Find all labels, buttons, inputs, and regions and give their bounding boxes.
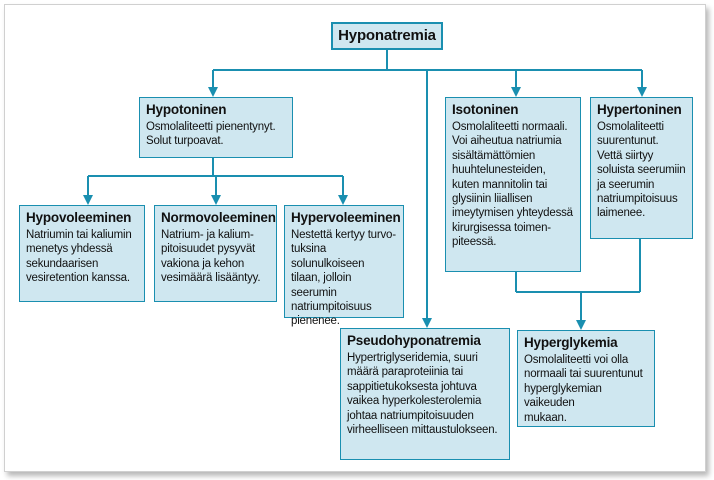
node-hypertoninen: Hypertoninen Osmolaliteetti suurentunut.… (590, 97, 693, 239)
node-hypovoleeminen-title: Hypovoleeminen (26, 210, 132, 225)
node-hypertoninen-text: Osmolaliteetti suurentunut. Vettä siirty… (597, 121, 686, 220)
node-pseudohyponatremia: Pseudohyponatremia Hypertriglyseridemia,… (340, 328, 510, 460)
node-hypotoninen: Hypotoninen Osmolaliteetti pienentynyt. … (139, 97, 293, 158)
node-hypervoleeminen-text: Nestettä kertyy turvo- tuksina solunulko… (291, 229, 396, 328)
node-hypervoleeminen-title: Hypervoleeminen (291, 210, 401, 225)
node-hypervoleeminen: Hypervoleeminen Nestettä kertyy turvo- t… (284, 205, 404, 327)
node-hyponatremia: Hyponatremia (331, 22, 443, 50)
node-isotoninen: Isotoninen Osmolaliteetti normaali. Voi … (445, 97, 581, 272)
node-hyperglykemia-title: Hyperglykemia (524, 335, 618, 350)
node-pseudohyponatremia-title: Pseudohyponatremia (347, 333, 481, 348)
node-hypertoninen-title: Hypertoninen (597, 102, 682, 117)
node-hypotoninen-title: Hypotoninen (146, 102, 227, 117)
node-normovoleeminen: Normovoleeminen Natrium- ja kalium- pito… (154, 205, 277, 302)
node-hyperglykemia: Hyperglykemia Osmolaliteetti voi olla no… (517, 330, 655, 427)
node-hypovoleeminen: Hypovoleeminen Natriumin tai kaliumin me… (19, 205, 145, 302)
node-pseudohyponatremia-text: Hypertriglyseridemia, suuri määrä parapr… (347, 352, 498, 437)
node-hyperglykemia-text: Osmolaliteetti voi olla normaali tai suu… (524, 354, 643, 424)
node-isotoninen-text: Osmolaliteetti normaali. Voi aiheutua na… (452, 121, 573, 249)
node-hyponatremia-title: Hyponatremia (338, 27, 436, 44)
node-hypotoninen-text: Osmolaliteetti pienentynyt. Solut turpoa… (146, 121, 276, 148)
node-isotoninen-title: Isotoninen (452, 102, 519, 117)
node-normovoleeminen-text: Natrium- ja kalium- pitoisuudet pysyvät … (161, 229, 261, 285)
node-hypovoleeminen-text: Natriumin tai kaliumin menetys yhdessä s… (26, 229, 132, 285)
node-normovoleeminen-title: Normovoleeminen (161, 210, 276, 225)
